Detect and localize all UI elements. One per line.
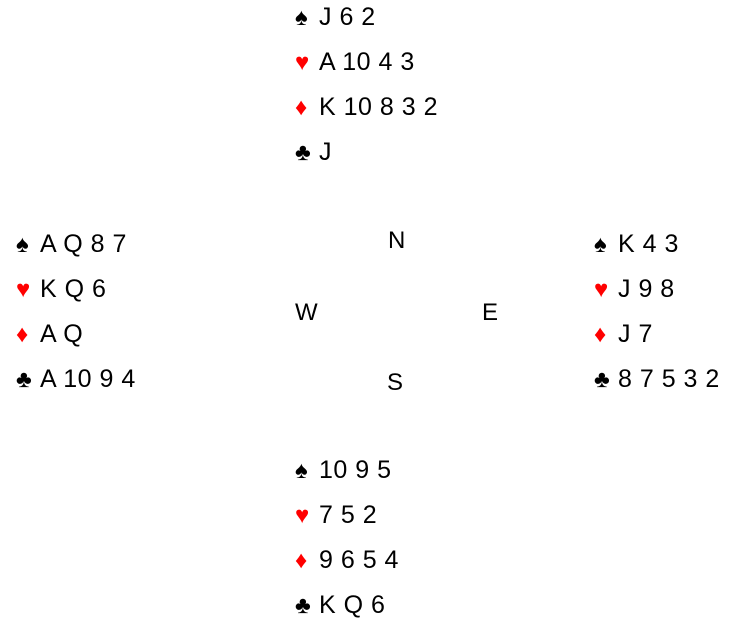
west-clubs-row: ♣ A 10 9 4 xyxy=(16,357,136,402)
diamond-icon: ♦ xyxy=(16,321,29,348)
north-spades-cards: J 6 2 xyxy=(319,3,376,31)
east-hand: ♠ K 4 3 ♥ J 9 8 ♦ J 7 ♣ 8 7 5 3 2 xyxy=(594,222,720,402)
north-spades-row: ♠ J 6 2 xyxy=(295,0,438,40)
west-hearts-cards: K Q 6 xyxy=(40,275,107,303)
compass-north-label: N xyxy=(388,227,406,254)
club-icon: ♣ xyxy=(16,366,32,393)
south-spades-row: ♠ 10 9 5 xyxy=(295,448,399,493)
spade-icon: ♠ xyxy=(295,4,308,31)
north-diamonds-cards: K 10 8 3 2 xyxy=(319,93,438,121)
north-hearts-row: ♥ A 10 4 3 xyxy=(295,40,438,85)
north-clubs-cards: J xyxy=(319,138,332,166)
diamond-icon: ♦ xyxy=(594,321,607,348)
south-clubs-row: ♣ K Q 6 xyxy=(295,583,399,628)
east-spades-row: ♠ K 4 3 xyxy=(594,222,720,267)
spade-icon: ♠ xyxy=(594,231,607,258)
south-spades-cards: 10 9 5 xyxy=(319,456,392,484)
south-clubs-cards: K Q 6 xyxy=(319,591,386,619)
compass-west-label: W xyxy=(295,299,318,326)
west-spades-cards: A Q 8 7 xyxy=(40,230,127,258)
east-hearts-cards: J 9 8 xyxy=(618,275,675,303)
east-hearts-row: ♥ J 9 8 xyxy=(594,267,720,312)
west-hand: ♠ A Q 8 7 ♥ K Q 6 ♦ A Q ♣ A 10 9 4 xyxy=(16,222,136,402)
west-hearts-row: ♥ K Q 6 xyxy=(16,267,136,312)
east-clubs-cards: 8 7 5 3 2 xyxy=(618,365,720,393)
south-diamonds-row: ♦ 9 6 5 4 xyxy=(295,538,399,583)
south-diamonds-cards: 9 6 5 4 xyxy=(319,546,399,574)
heart-icon: ♥ xyxy=(594,276,609,303)
south-hearts-cards: 7 5 2 xyxy=(319,501,378,529)
diamond-icon: ♦ xyxy=(295,94,308,121)
club-icon: ♣ xyxy=(295,592,311,619)
north-diamonds-row: ♦ K 10 8 3 2 xyxy=(295,85,438,130)
spade-icon: ♠ xyxy=(16,231,29,258)
west-clubs-cards: A 10 9 4 xyxy=(40,365,136,393)
club-icon: ♣ xyxy=(295,139,311,166)
south-hearts-row: ♥ 7 5 2 xyxy=(295,493,399,538)
heart-icon: ♥ xyxy=(295,49,310,76)
heart-icon: ♥ xyxy=(295,502,310,529)
heart-icon: ♥ xyxy=(16,276,31,303)
west-diamonds-cards: A Q xyxy=(40,320,84,348)
spade-icon: ♠ xyxy=(295,457,308,484)
diamond-icon: ♦ xyxy=(295,547,308,574)
east-diamonds-row: ♦ J 7 xyxy=(594,312,720,357)
south-hand: ♠ 10 9 5 ♥ 7 5 2 ♦ 9 6 5 4 ♣ K Q 6 xyxy=(295,448,399,628)
club-icon: ♣ xyxy=(594,366,610,393)
north-clubs-row: ♣J xyxy=(295,130,438,175)
east-clubs-row: ♣ 8 7 5 3 2 xyxy=(594,357,720,402)
compass-east-label: E xyxy=(482,299,499,326)
north-hearts-cards: A 10 4 3 xyxy=(319,48,415,76)
east-spades-cards: K 4 3 xyxy=(618,230,679,258)
east-diamonds-cards: J 7 xyxy=(618,320,653,348)
north-hand: ♠J 6 2 ♥A 10 4 3 ♦K 10 8 3 2 ♣J xyxy=(295,0,438,175)
west-spades-row: ♠ A Q 8 7 xyxy=(16,222,136,267)
west-diamonds-row: ♦ A Q xyxy=(16,312,136,357)
compass-south-label: S xyxy=(387,369,404,396)
